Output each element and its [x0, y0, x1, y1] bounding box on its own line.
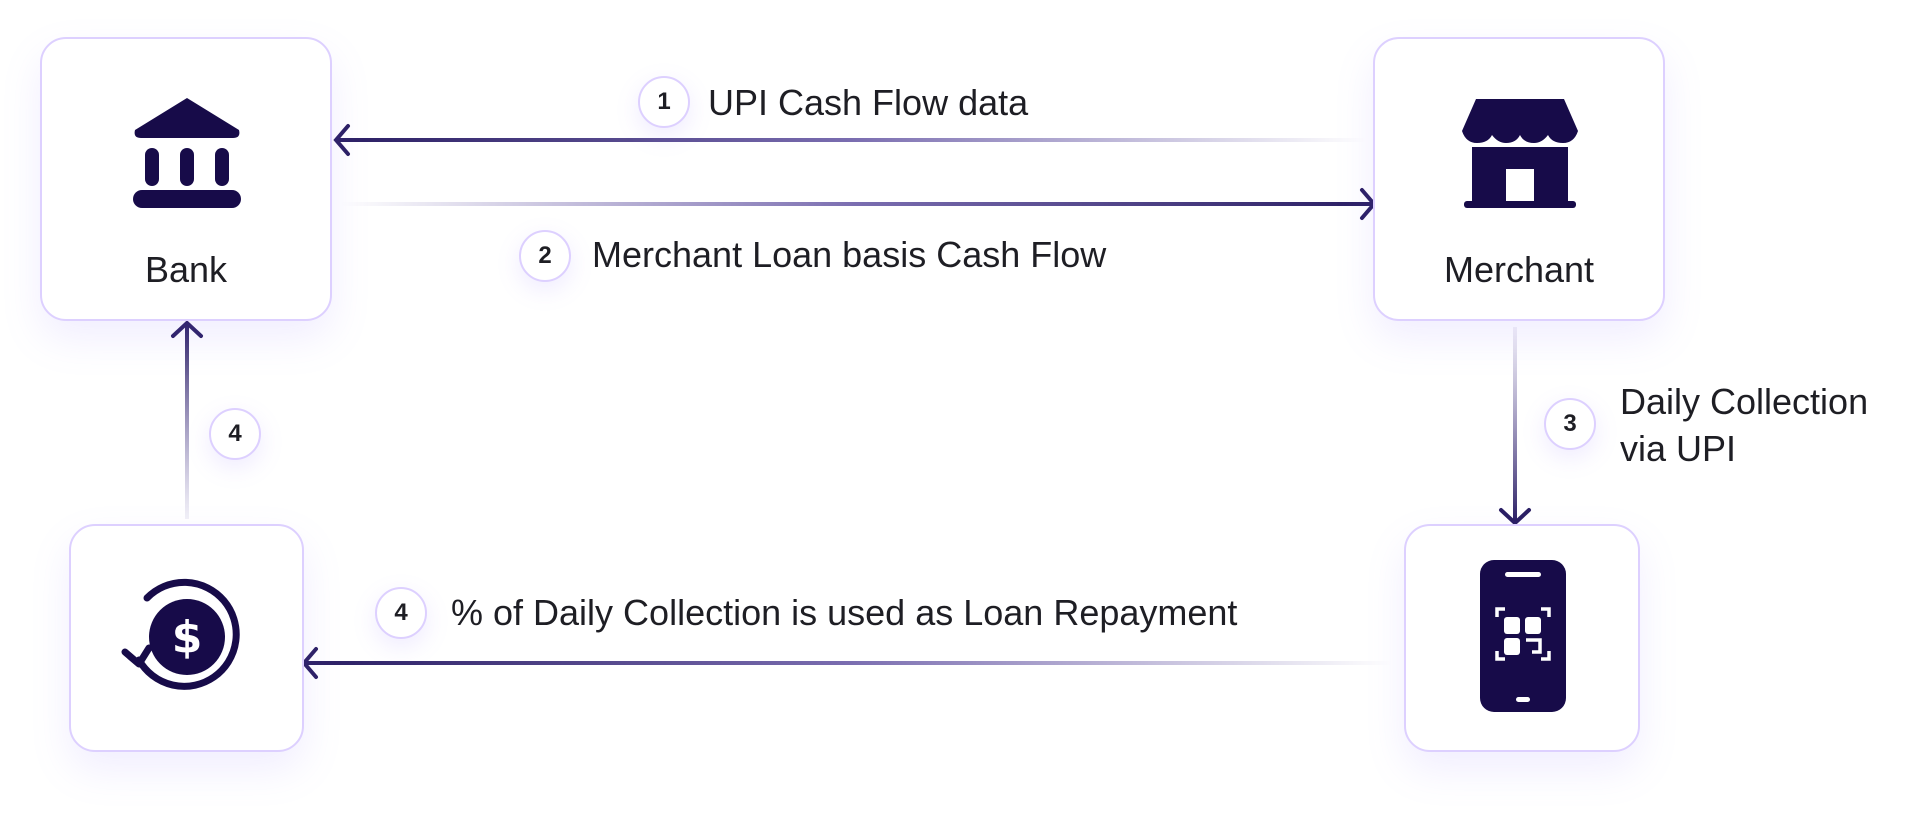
merchant-label: Merchant: [1443, 249, 1595, 290]
svg-text:$: $: [172, 612, 203, 663]
arrow-3: [1499, 327, 1531, 526]
flow-3-text-line1: Daily Collection: [1620, 381, 1869, 422]
arrow-4-up: [171, 320, 203, 519]
phone-node: [1404, 524, 1640, 752]
merchant-node: Merchant: [1373, 37, 1665, 321]
step-badge-1: 1: [638, 76, 690, 128]
flow-1-text: UPI Cash Flow data: [708, 82, 1029, 123]
bank-label: Bank: [144, 249, 228, 290]
step-badge-2: 2: [519, 230, 571, 282]
arrow-2: [341, 188, 1377, 220]
flow-4-text: % of Daily Collection is used as Loan Re…: [451, 592, 1238, 633]
store-icon: [1462, 99, 1578, 208]
step-badge-4-vertical: 4: [209, 408, 261, 460]
step-badge-4: 4: [375, 587, 427, 639]
arrow-4-left: [301, 647, 1392, 679]
dollar-cycle-icon: $: [121, 578, 240, 690]
arrow-1: [333, 124, 1366, 156]
bank-icon: [133, 98, 241, 208]
phone-qr-icon: [1480, 560, 1566, 712]
step-badge-3: 3: [1544, 398, 1596, 450]
flow-2-text: Merchant Loan basis Cash Flow: [592, 234, 1107, 275]
flow-3-text-line2: via UPI: [1620, 428, 1737, 469]
repayment-node: $: [69, 524, 304, 752]
bank-node: Bank: [40, 37, 332, 321]
